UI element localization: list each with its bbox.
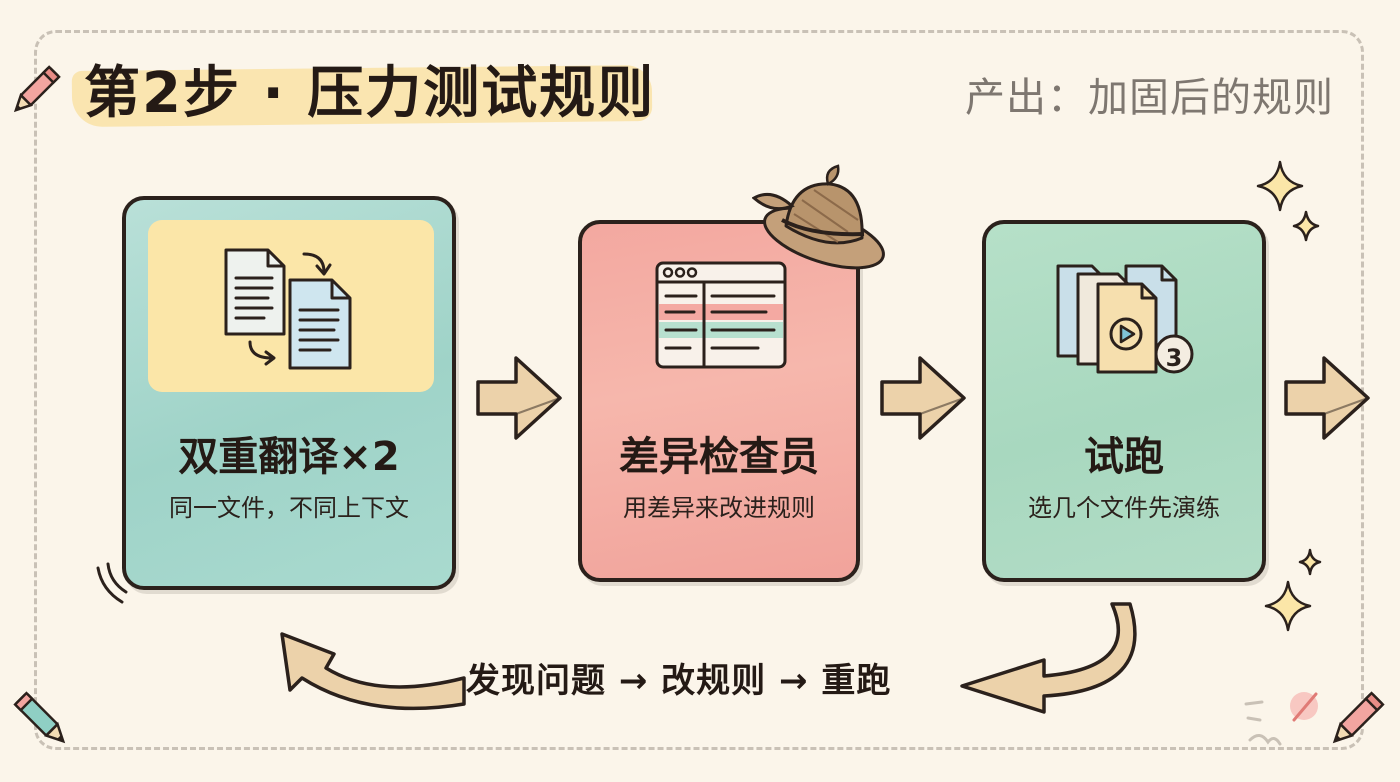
step-description: 选几个文件先演练 — [1028, 494, 1220, 522]
right-arrow-icon — [476, 356, 562, 440]
pencil-icon — [13, 691, 66, 744]
step-card-diff-checker: 差异检查员 用差异来改进规则 — [578, 220, 860, 582]
step-title: 双重翻译×2 — [178, 434, 400, 480]
step-description: 同一文件，不同上下文 — [169, 494, 409, 522]
step-title: 差异检查员 — [619, 434, 819, 480]
dashed-frame — [34, 30, 1364, 750]
loop-back-arrow-icon — [280, 632, 466, 711]
right-arrow-icon — [1284, 356, 1370, 440]
file-stack-play-icon — [1056, 264, 1194, 374]
sparkle-icon — [1264, 548, 1322, 632]
title-block: 第2步 · 压力测试规则 — [71, 56, 656, 132]
two-documents-icon — [224, 248, 352, 370]
feedback-loop-label: 发现问题 → 改规则 → 重跑 — [466, 661, 892, 701]
step-description: 用差异来改进规则 — [623, 494, 815, 522]
count-badge: 3 — [1165, 344, 1183, 372]
right-arrow-icon — [880, 356, 966, 440]
detective-hat-icon — [752, 164, 885, 270]
scribble-mark-icon — [1244, 692, 1318, 746]
page-title: 第2步 · 压力测试规则 — [84, 61, 656, 126]
step-card-trial-run: 3 试跑 选几个文件先演练 — [982, 220, 1266, 582]
sparkle-icon — [1256, 160, 1320, 242]
step-card-double-translation: 双重翻译×2 同一文件，不同上下文 — [122, 196, 456, 590]
output-label: 产出：加固后的规则 — [965, 75, 1334, 121]
motion-lines-icon — [96, 562, 128, 604]
loop-return-arrow-icon — [960, 602, 1137, 714]
pencil-icon — [1332, 691, 1385, 744]
diff-window-icon — [655, 261, 787, 369]
pencil-icon — [13, 65, 61, 113]
step-title: 试跑 — [1084, 434, 1164, 480]
